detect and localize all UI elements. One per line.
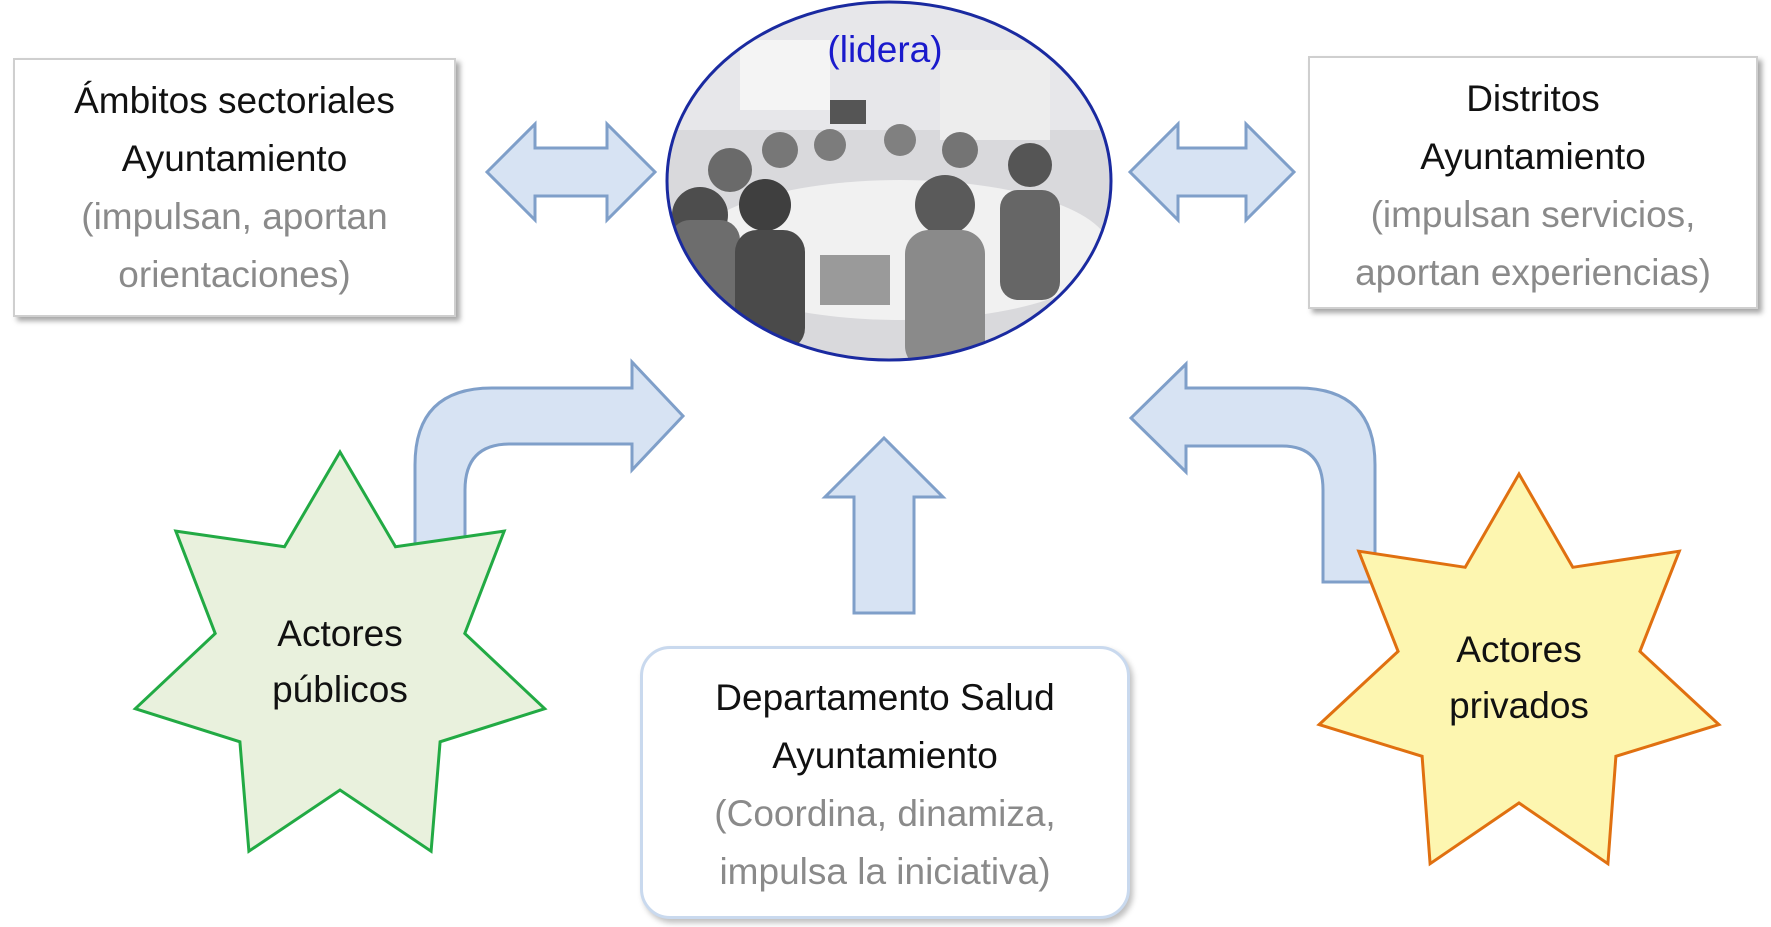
up-arrow-icon	[821, 435, 947, 615]
box-title-line: Distritos	[1466, 78, 1600, 119]
box-title-line: Ayuntamiento	[772, 735, 998, 776]
box-note-line: (Coordina, dinamiza,	[714, 793, 1056, 834]
star-label-line: privados	[1449, 685, 1589, 726]
star-label-publicos: Actores públicos	[225, 606, 455, 718]
box-title-line: Ayuntamiento	[1420, 136, 1646, 177]
center-caption: (lidera)	[827, 29, 943, 70]
star-label-line: Actores	[1456, 629, 1582, 670]
bent-arrow-icon	[413, 358, 686, 559]
box-note-line: aportan experiencias)	[1355, 252, 1711, 293]
box-departamento-salud: Departamento Salud Ayuntamiento (Coordin…	[640, 646, 1130, 919]
box-title-line: Ayuntamiento	[121, 138, 348, 179]
double-arrow-icon	[1127, 120, 1297, 224]
box-ambitos-sectoriales: Ámbitos sectoriales Ayuntamiento (impuls…	[13, 58, 456, 317]
box-note-line: (impulsan, aportan	[81, 196, 388, 237]
box-title-line: Ámbitos sectoriales	[74, 80, 395, 121]
bent-arrow-icon	[1128, 360, 1377, 584]
box-title-line: Departamento Salud	[715, 677, 1055, 718]
star-shape-public	[132, 449, 548, 854]
star-shape-private	[1316, 470, 1722, 867]
box-note-line: (impulsan servicios,	[1370, 194, 1696, 235]
box-note-line: orientaciones)	[118, 254, 351, 295]
box-distritos: Distritos Ayuntamiento (impulsan servici…	[1308, 56, 1758, 309]
star-label-line: públicos	[272, 669, 408, 710]
star-label-line: Actores	[277, 613, 403, 654]
box-note-line: impulsa la iniciativa)	[719, 851, 1051, 892]
star-label-privados: Actores privados	[1404, 622, 1634, 734]
double-arrow-icon	[484, 120, 658, 224]
